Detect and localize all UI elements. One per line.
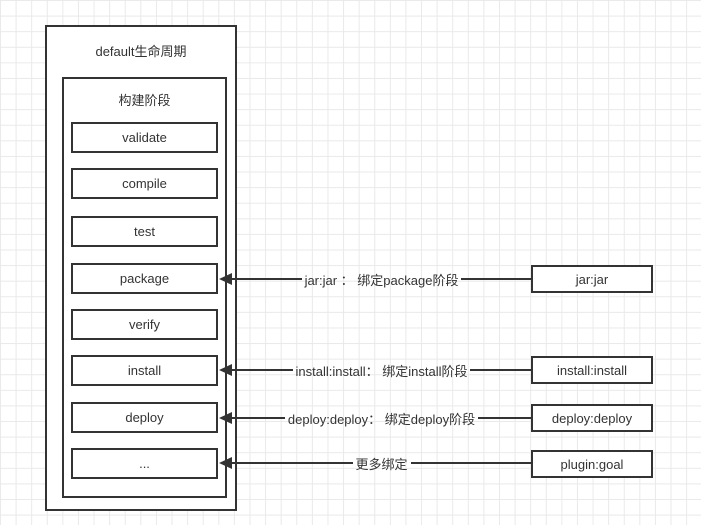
binding-label: jar:jar ： 绑定package阶段 [304,272,459,288]
arrowhead-left-icon [219,412,232,424]
binding-label: deploy:deploy： 绑定deploy阶段 [287,411,476,427]
phase-box-more: ... [71,448,218,479]
phase-box-verify: verify [71,309,218,340]
goal-box-install-install: install:install [531,356,653,384]
arrow-line [232,417,285,419]
arrow-line [232,462,353,464]
build-phases-title: 构建阶段 [118,93,171,108]
binding-arrow-package: jar:jar ： 绑定package阶段 [219,272,532,288]
arrow-line [232,369,293,371]
phase-box-deploy: deploy [71,402,218,433]
goal-box-jar-jar: jar:jar [531,265,653,293]
binding-arrow-more: 更多绑定 [219,456,532,472]
arrow-line [478,417,531,419]
arrow-line [410,462,532,464]
goal-box-deploy-deploy: deploy:deploy [531,404,653,432]
arrowhead-left-icon [219,364,232,376]
goal-box-plugin-goal: plugin:goal [531,450,653,478]
binding-arrow-deploy: deploy:deploy： 绑定deploy阶段 [219,411,531,427]
phase-box-validate: validate [71,122,218,153]
phase-box-install: install [71,355,218,386]
binding-label: install:install： 绑定install阶段 [295,363,468,379]
binding-arrow-install: install:install： 绑定install阶段 [219,363,531,379]
arrow-line [470,369,531,371]
phase-box-test: test [71,216,218,247]
lifecycle-title: default生命周期 [95,44,187,59]
arrowhead-left-icon [219,273,232,285]
arrowhead-left-icon [219,457,232,469]
arrow-line [461,278,532,280]
binding-label: 更多绑定 [355,456,408,472]
phase-box-package: package [71,263,218,294]
phase-box-compile: compile [71,168,218,199]
arrow-line [232,278,302,280]
